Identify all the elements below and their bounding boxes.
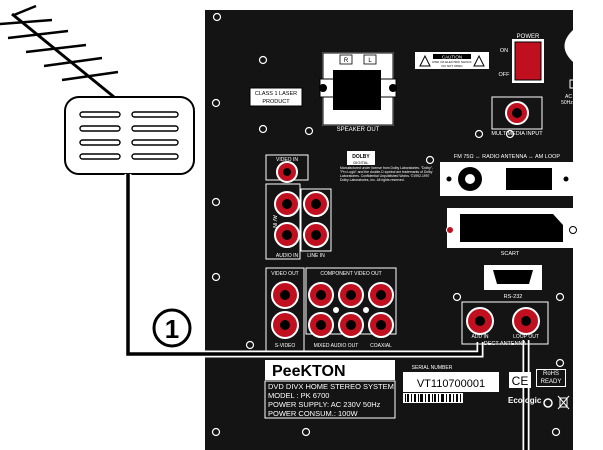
fuse-icon — [569, 79, 579, 89]
power-spec-2: 50Hz / 100W — [561, 100, 590, 106]
dolby-notice: Manufactured under license from Dolby La… — [340, 166, 433, 182]
mixed-audio-out-label: MIXED AUDIO OUT — [314, 343, 359, 349]
speaker-out-terminal[interactable]: R L — [319, 52, 397, 126]
rs232-label: RS-232 — [504, 294, 523, 300]
lightning-triangle-icon — [473, 54, 485, 67]
video-in-label: VIDEO IN — [276, 157, 298, 163]
multimedia-input-label: MULTIMEDIA INPUT — [491, 131, 543, 137]
dect-antenna-label: DECT ANTENNA — [484, 341, 527, 347]
power-switch[interactable] — [514, 41, 542, 81]
caution-line2: DO NOT OPEN — [442, 64, 463, 68]
ce-mark: CE — [512, 374, 529, 388]
power-off-label: OFF — [499, 72, 511, 78]
speaker-l-label: L — [368, 58, 372, 64]
component-video-out-label: COMPONENT VIDEO OUT — [320, 271, 381, 277]
dolby-brand: DOLBY — [352, 154, 370, 160]
power-spec-1: AC 230V — [565, 94, 586, 100]
barcode-icon — [405, 394, 461, 402]
radio-antenna-label: FM 75Ω ↔ RADIO ANTENNA ↔ AM LOOP — [454, 154, 561, 160]
brand-logo: PeeKTON — [272, 363, 346, 380]
weee-bin-icon — [557, 395, 570, 410]
ecologic-logo: Ecologic — [508, 396, 542, 405]
laser-label-line2: PRODUCT — [262, 99, 290, 105]
av-in-label: AV IN — [271, 215, 277, 228]
laser-label-line1: CLASS 1 LASER — [255, 91, 297, 97]
product-line-4: POWER CONSUM.: 100W — [268, 409, 359, 418]
speaker-r-label: R — [344, 58, 349, 64]
am-loop-terminal[interactable] — [506, 168, 552, 190]
callout-badge: 1 — [152, 308, 192, 348]
rear-panel — [205, 10, 573, 450]
loop-out-label: LOOP OUT — [513, 334, 539, 340]
line-in-label: LINE IN — [307, 253, 325, 259]
caution-title: CAUTION — [442, 54, 462, 59]
product-line-3: POWER SUPPLY: AC 230V 50Hz — [268, 400, 381, 409]
serial-number-label: SERIAL NUMBER — [412, 365, 453, 371]
s-video-label: S-VIDEO — [275, 343, 296, 349]
scart-label: SCART — [501, 251, 520, 257]
dolby-logo — [347, 151, 375, 165]
audio-in-label: AUDIO IN — [276, 253, 299, 259]
serial-number-value: VT110700001 — [417, 378, 485, 390]
video-out-label: VIDEO OUT — [271, 271, 299, 277]
warning-triangle-icon — [419, 54, 431, 67]
rs232-port[interactable] — [493, 270, 533, 284]
rohs-mark: RoHS READY — [536, 369, 566, 387]
dolby-sub: DIGITAL — [353, 160, 369, 165]
speaker-out-label: SPEAKER OUT — [337, 127, 380, 133]
caution-line1: RISK OF ELECTRIC SHOCK — [432, 60, 471, 64]
product-line-2: MODEL : PK 6700 — [268, 391, 329, 400]
callout-number: 1 — [165, 314, 179, 344]
scart-port[interactable] — [460, 214, 563, 242]
product-line-1: DVD DIVX HOME STEREO SYSTEM — [268, 382, 394, 391]
screw-holes — [211, 12, 565, 437]
antenna-icon — [0, 4, 195, 175]
power-label: POWER — [517, 34, 540, 40]
ecologic-icon — [543, 398, 553, 408]
coaxial-label: COAXIAL — [370, 343, 392, 349]
power-on-label: ON — [500, 48, 508, 54]
add-in-label: ADD IN — [472, 334, 489, 340]
